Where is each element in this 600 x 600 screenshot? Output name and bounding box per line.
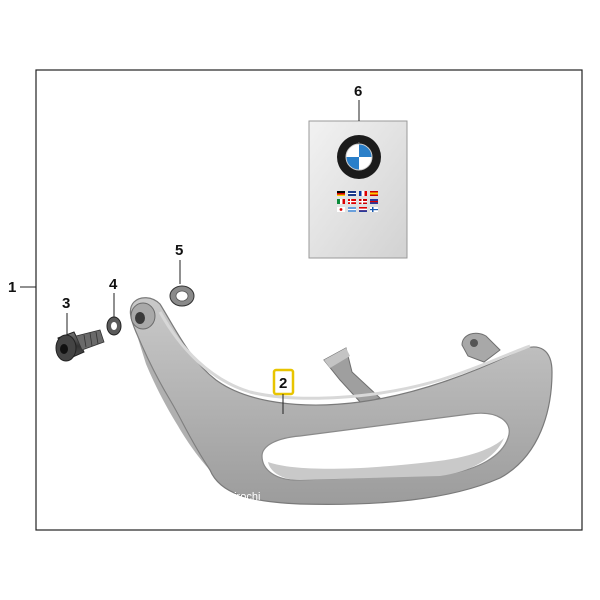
callout-5: 5 bbox=[175, 242, 183, 284]
grab-handle-bracket bbox=[129, 297, 553, 505]
owners-manual: . bbox=[308, 120, 408, 259]
callout-6-label: 6 bbox=[354, 83, 362, 100]
callout-2-label: 2 bbox=[279, 375, 287, 392]
callout-3-label: 3 bbox=[62, 295, 70, 312]
large-washer bbox=[169, 285, 195, 307]
callout-4-label: 4 bbox=[109, 276, 118, 293]
callout-3: 3 bbox=[62, 295, 70, 335]
callout-1: 1 bbox=[8, 279, 36, 296]
assembly-frame bbox=[35, 69, 583, 531]
bmw-roundel-icon: . bbox=[337, 135, 381, 179]
svg-text:.: . bbox=[358, 139, 359, 145]
flag-grid-icon bbox=[337, 191, 378, 212]
watermark-text: hirochi bbox=[228, 491, 260, 503]
callout-5-label: 5 bbox=[175, 242, 183, 259]
hex-socket-bolt bbox=[55, 329, 105, 362]
callout-4: 4 bbox=[109, 276, 118, 317]
callout-2: 2 bbox=[272, 368, 295, 414]
callout-6: 6 bbox=[354, 83, 362, 121]
callout-1-label: 1 bbox=[8, 279, 16, 296]
small-washer bbox=[106, 316, 122, 336]
